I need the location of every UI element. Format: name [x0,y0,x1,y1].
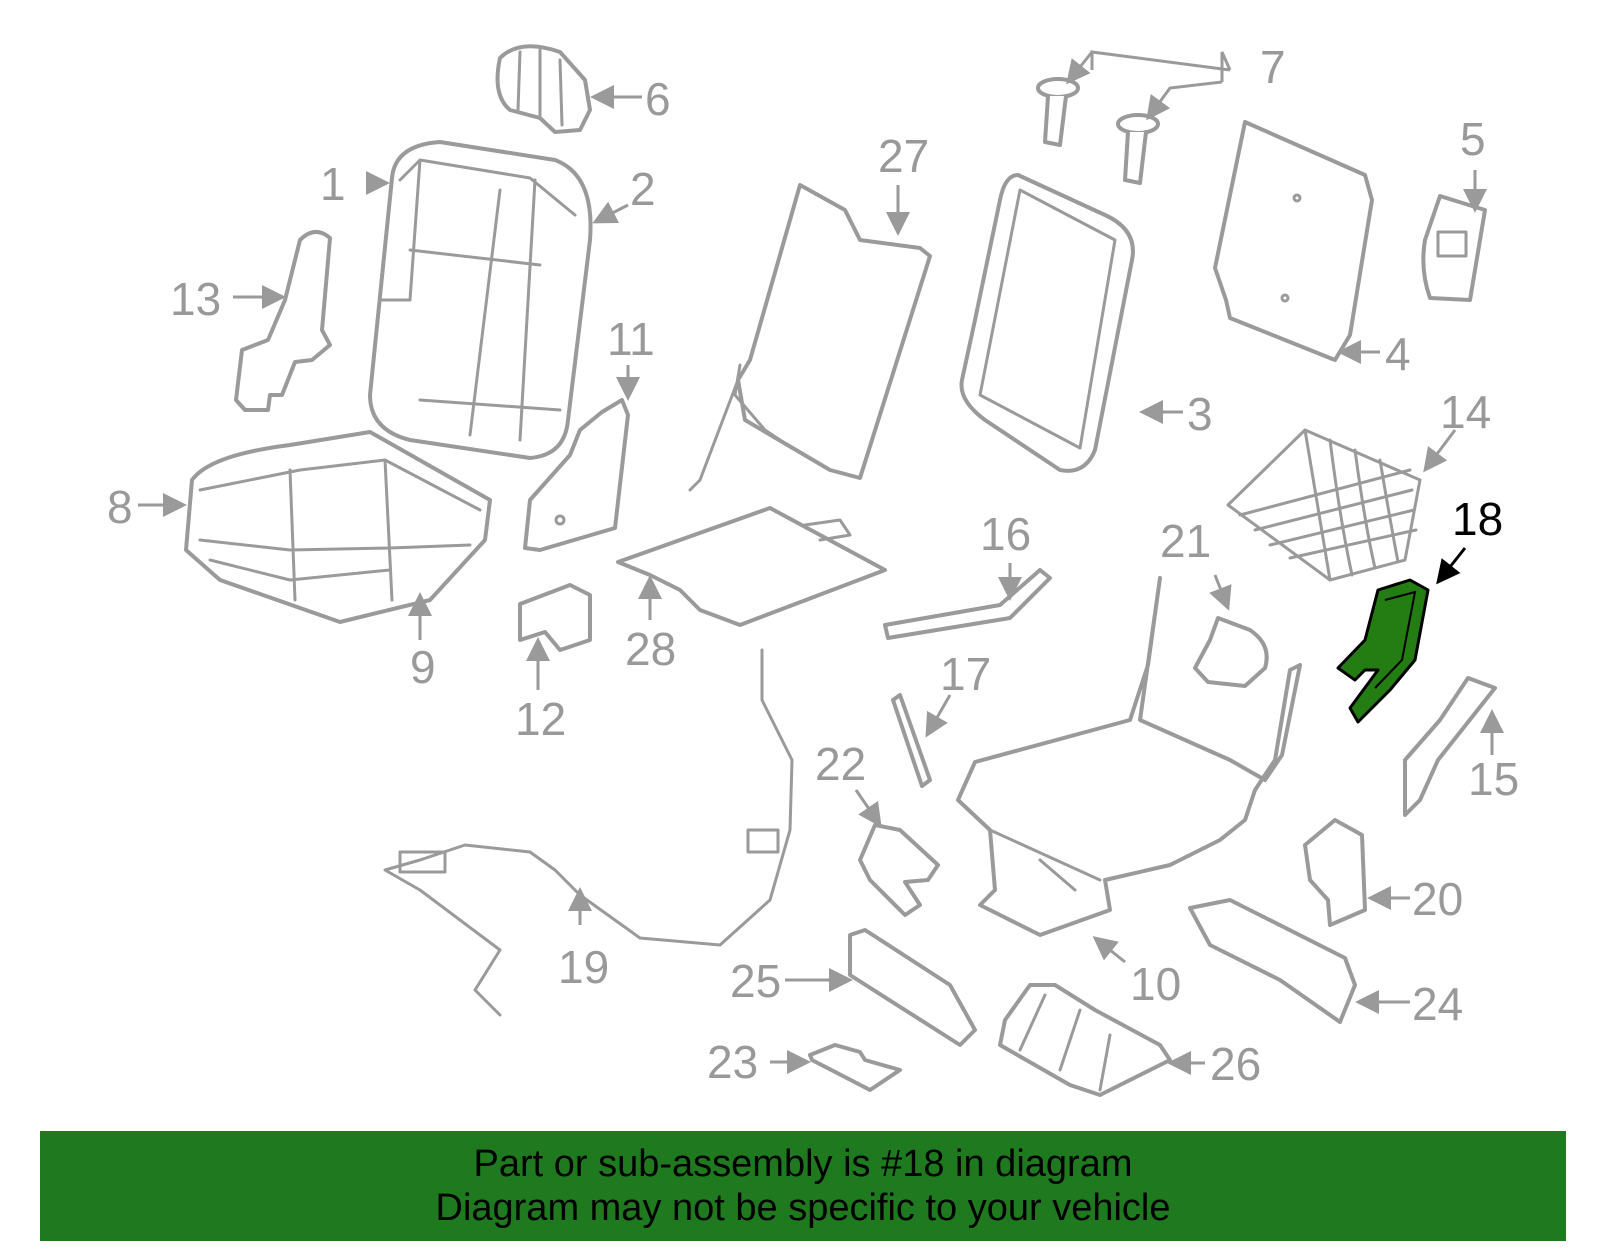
part-15-trim-end[interactable] [1403,676,1497,817]
part-28-floor-panel[interactable] [616,506,887,627]
part-23-pad[interactable] [808,1043,902,1092]
part-22-bracket[interactable] [858,823,940,917]
part-5-cover-cap[interactable] [1421,194,1487,302]
callout-28: 28 [625,623,676,675]
part-25-trim[interactable] [848,928,977,1047]
callout-4: 4 [1385,328,1411,380]
part-19-cable[interactable] [383,648,794,1017]
part-26-cover[interactable] [998,983,1172,1097]
callout-11: 11 [607,313,655,365]
part-12-bracket[interactable] [518,583,592,652]
callout-1: 1 [320,158,346,210]
part-17-rod[interactable] [891,693,932,788]
callout-9: 9 [410,641,436,693]
part-13-side-cover[interactable] [234,230,332,412]
callout-24: 24 [1412,978,1463,1030]
callout-5: 5 [1460,113,1486,165]
callout-12: 12 [515,693,566,745]
callout-14: 14 [1440,386,1491,438]
part-4-back-board[interactable] [1213,120,1374,362]
callout-18: 18 [1452,493,1503,545]
callout-27: 27 [878,130,929,182]
callout-22: 22 [815,738,866,790]
callout-15: 15 [1468,753,1519,805]
part-20-bracket[interactable] [1303,818,1367,927]
part-7-bolts[interactable] [1036,77,1160,185]
callout-20: 20 [1412,873,1463,925]
part-16-rod[interactable] [883,568,1052,640]
callout-2: 2 [630,163,656,215]
callout-17: 17 [940,648,991,700]
callout-21: 21 [1160,515,1211,567]
info-banner: Part or sub-assembly is #18 in diagram D… [40,1131,1566,1241]
callout-7: 7 [1260,41,1286,93]
part-27-back-panel[interactable] [688,183,932,492]
callout-25: 25 [730,955,781,1007]
callout-13: 13 [170,273,221,325]
callout-16: 16 [980,508,1031,560]
callout-26: 26 [1210,1038,1261,1090]
callout-10: 10 [1130,958,1181,1010]
part-10-seat-base[interactable] [956,576,1302,937]
part-18-highlighted[interactable] [1336,578,1430,724]
callout-labels: 6 1 2 13 11 8 9 12 27 28 7 5 4 3 14 18 1… [107,41,1519,1090]
part-11-trim[interactable] [523,398,630,552]
part-18-shape[interactable] [1336,578,1430,724]
part-24-trim[interactable] [1188,898,1357,1024]
banner-line-2: Diagram may not be specific to your vehi… [435,1187,1171,1229]
part-6-headrest[interactable] [495,44,592,134]
part-3-seat-frame[interactable] [959,173,1135,473]
callout-23: 23 [707,1036,758,1088]
callout-3: 3 [1187,388,1213,440]
callout-6: 6 [645,73,671,125]
part-8-seat-cushion[interactable] [184,430,492,624]
leader-lines [138,50,1504,1075]
callout-8: 8 [107,481,133,533]
banner-line-1: Part or sub-assembly is #18 in diagram [473,1143,1133,1185]
part-21-bushing[interactable] [1193,616,1269,688]
part-14-spring-mat[interactable] [1226,428,1422,582]
callout-19: 19 [558,941,609,993]
part-1-seatback-cover[interactable] [368,140,593,460]
